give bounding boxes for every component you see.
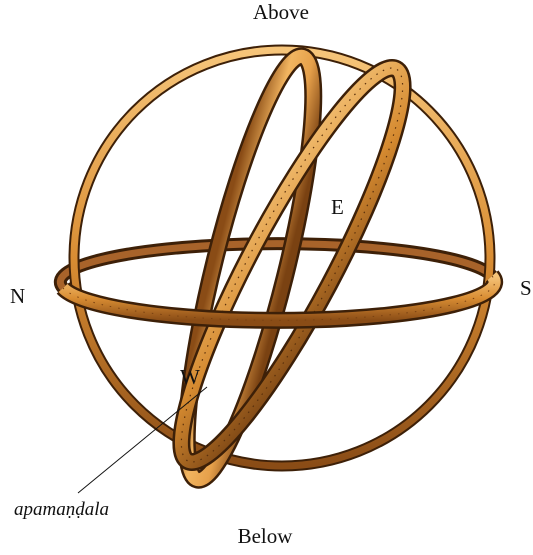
- label-west: W: [180, 365, 200, 389]
- label-above: Above: [253, 0, 309, 24]
- label-below: Below: [238, 524, 294, 548]
- label-north: N: [10, 284, 25, 308]
- label-east: E: [331, 195, 344, 219]
- label-south: S: [520, 276, 532, 300]
- label-apamandala: apamaṇḍala: [14, 499, 109, 520]
